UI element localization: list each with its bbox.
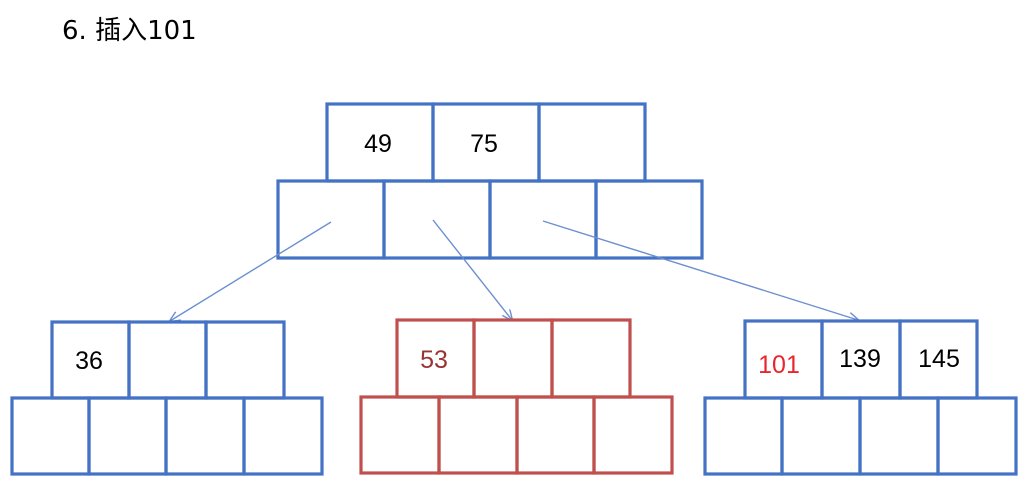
left-key-cell-2 — [127, 320, 208, 400]
right-pointer-cell-3 — [858, 396, 940, 476]
arrow-to-right-child — [542, 220, 858, 320]
root-pointer-cell-3 — [488, 179, 598, 260]
root-key-1: 49 — [364, 130, 392, 158]
right-key-2: 139 — [839, 345, 881, 373]
step-title: 6. 插入101 — [62, 16, 197, 46]
left-child-node — [10, 320, 324, 476]
left-pointer-cell-4 — [242, 396, 324, 476]
middle-key-cell-2 — [472, 318, 554, 399]
child-pointers — [170, 219, 858, 321]
middle-pointer-cell-1 — [359, 395, 441, 475]
middle-key-cell-3 — [550, 318, 632, 399]
left-pointer-cell-1 — [10, 396, 91, 476]
right-pointer-cell-2 — [780, 396, 862, 476]
right-pointer-cell-1 — [703, 396, 784, 476]
right-pointer-cell-4 — [936, 396, 1018, 476]
right-child-node — [703, 319, 1018, 476]
root-key-cell-3 — [537, 102, 647, 183]
root-pointer-cell-1 — [276, 179, 386, 260]
root-pointer-cell-4 — [594, 179, 704, 260]
arrow-to-left-child — [170, 221, 332, 321]
middle-child-node — [359, 318, 674, 475]
middle-pointer-cell-3 — [515, 395, 596, 475]
left-pointer-cell-2 — [87, 396, 168, 476]
root-pointer-cell-2 — [382, 179, 492, 260]
right-key-3: 145 — [918, 345, 960, 373]
right-key-1-inserted: 101 — [758, 351, 800, 379]
root-key-2: 75 — [470, 130, 498, 158]
middle-key-1: 53 — [420, 346, 448, 374]
middle-pointer-cell-4 — [592, 395, 674, 475]
left-key-cell-3 — [204, 320, 286, 400]
arrow-to-middle-child — [432, 219, 512, 320]
middle-pointer-cell-2 — [437, 395, 519, 475]
root-node — [276, 102, 704, 260]
left-key-1: 36 — [75, 347, 103, 375]
left-pointer-cell-3 — [164, 396, 246, 476]
